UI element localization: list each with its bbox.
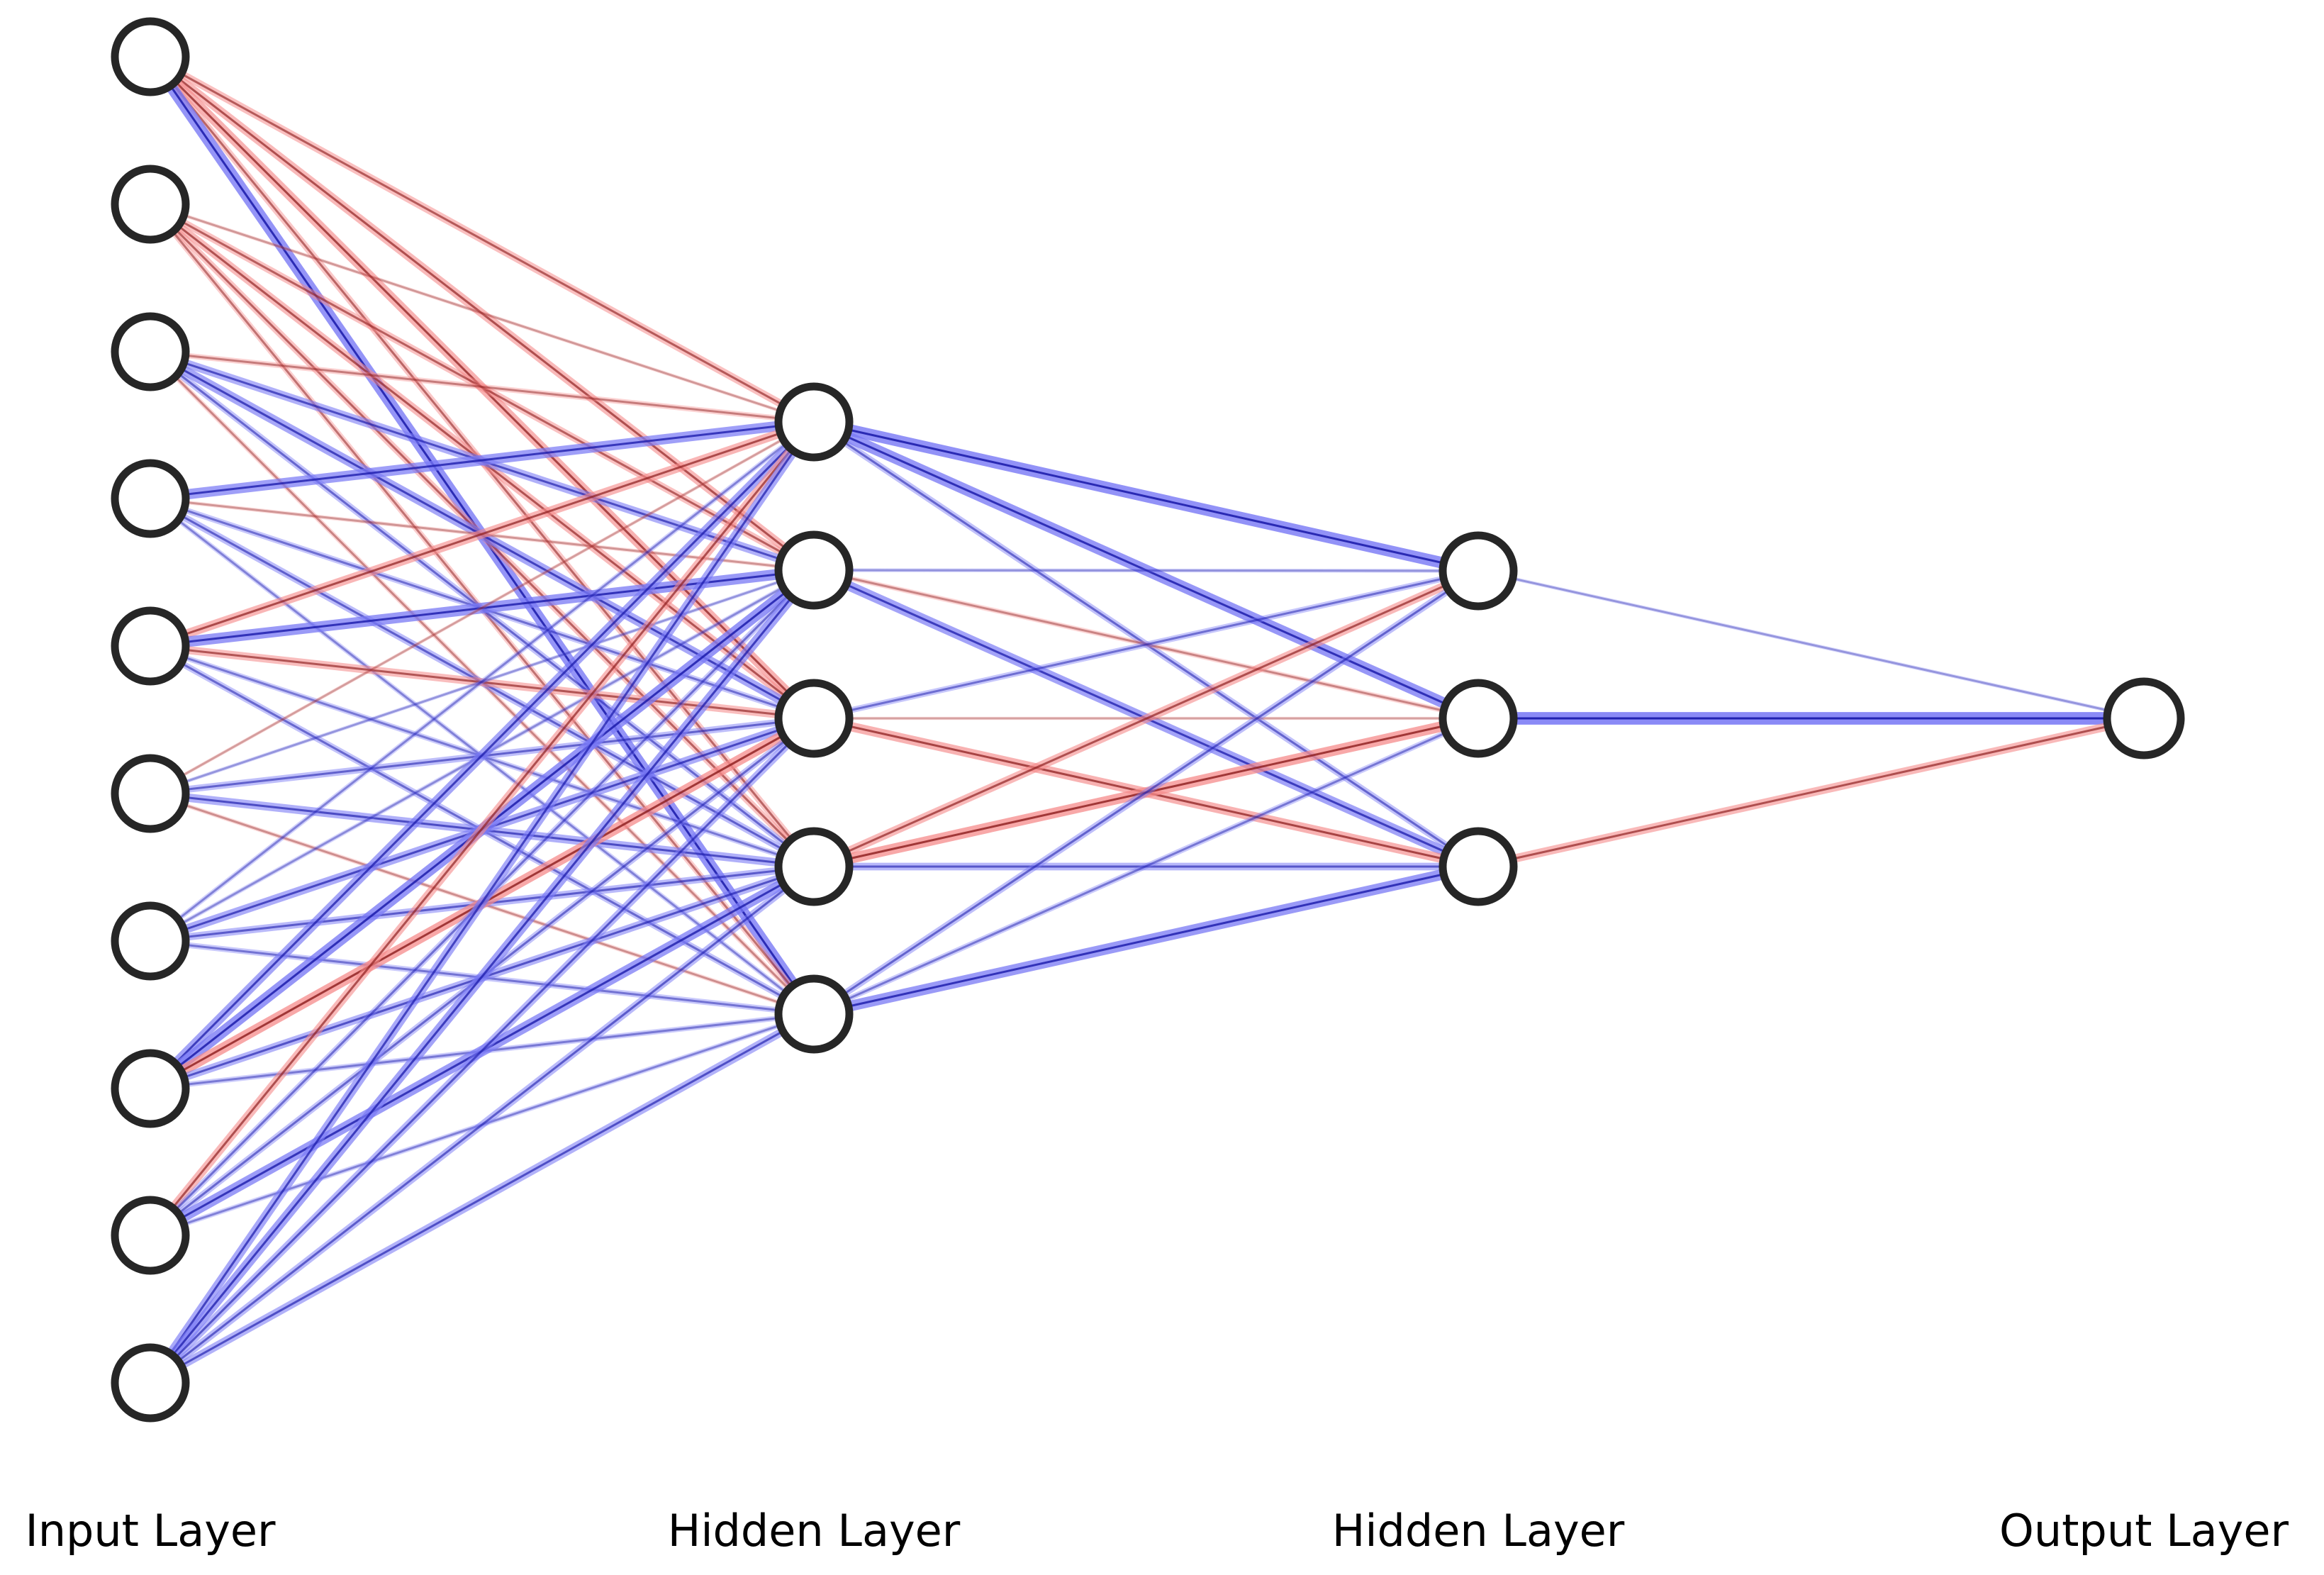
layer-label-output: Output Layer (1999, 1505, 2289, 1557)
edge (812, 861, 1480, 1020)
neuron-node[interactable] (111, 901, 190, 981)
edge-halo (150, 202, 815, 424)
edge (150, 568, 815, 796)
edge-core (150, 421, 815, 795)
edge-core (150, 421, 815, 647)
edge-core (150, 55, 815, 423)
edge (146, 567, 818, 1386)
edge-core (150, 421, 815, 942)
edge-core (150, 865, 815, 1384)
layer-nodes-input (111, 17, 190, 1423)
edge (1477, 714, 2145, 871)
edge-core (813, 569, 1479, 572)
edge-core (813, 865, 1479, 1015)
edge (812, 416, 1480, 577)
neuron-node[interactable] (111, 1049, 190, 1128)
edge-core (1477, 569, 2145, 720)
edge-core (150, 203, 815, 423)
edge (813, 567, 1479, 722)
edge (812, 716, 1480, 1017)
edge (1477, 569, 2145, 720)
edge-core (813, 569, 1479, 720)
layer-label-hidden1: Hidden Layer (668, 1505, 961, 1557)
edge-core (150, 55, 815, 572)
edge (147, 418, 817, 1092)
edge (147, 53, 817, 574)
edge (811, 416, 1481, 724)
layer-labels-group: Input Layer Hidden Layer Hidden Layer Outpu… (25, 1505, 2289, 1557)
edge (146, 419, 818, 1386)
edge (812, 567, 1480, 1018)
edge (150, 202, 815, 424)
edge-halo (148, 420, 816, 943)
edge (812, 567, 1480, 871)
edge-core (149, 717, 815, 1384)
edge (148, 201, 816, 574)
edge-core (813, 569, 1479, 868)
neuron-node[interactable] (111, 312, 190, 391)
edge (147, 863, 817, 1386)
edge-core (813, 421, 1479, 720)
edge (813, 568, 1479, 573)
neuron-node[interactable] (111, 606, 190, 686)
neuron-node[interactable] (774, 679, 854, 758)
edge-group-hidden2-to-output (1477, 569, 2145, 871)
layer-label-hidden2: Hidden Layer (1332, 1505, 1625, 1557)
edge-core (149, 421, 815, 1236)
edge-halo (813, 568, 1479, 573)
layer-nodes-hidden2 (1438, 531, 1518, 906)
edge-halo (812, 716, 1480, 1017)
edge (149, 420, 815, 796)
edge-core (150, 350, 815, 423)
edge-halo (150, 568, 815, 796)
neuron-node[interactable] (111, 17, 190, 96)
layer-nodes-output (2103, 677, 2185, 759)
edge (148, 420, 816, 943)
edge-core (150, 1013, 815, 1384)
neuron-node[interactable] (111, 1343, 190, 1423)
neuron-node[interactable] (111, 1196, 190, 1275)
edge (148, 418, 816, 650)
edge (148, 1010, 816, 1387)
edge (148, 53, 816, 425)
neuron-node[interactable] (2103, 677, 2185, 759)
edge-halo (149, 420, 815, 796)
edge-core (149, 421, 815, 1384)
edge-core (813, 717, 1479, 1015)
edge-core (813, 569, 1479, 1015)
neuron-node[interactable] (774, 827, 854, 906)
neuron-node[interactable] (774, 974, 854, 1054)
neuron-node[interactable] (1438, 531, 1518, 611)
nodes-group (111, 17, 2185, 1423)
neuron-node[interactable] (1438, 679, 1518, 758)
layer-nodes-hidden1 (774, 382, 854, 1054)
edge-core (150, 421, 815, 500)
layer-label-input: Input Layer (25, 1505, 276, 1557)
neuron-node[interactable] (111, 165, 190, 244)
edge-core (150, 569, 815, 795)
neuron-node[interactable] (774, 530, 854, 610)
edge-group-input-to-hidden1 (145, 53, 819, 1387)
edge-core (149, 421, 815, 1090)
edge-core (1477, 717, 2145, 868)
edge-core (149, 569, 815, 1384)
neuron-node[interactable] (774, 382, 854, 462)
edge-halo (1477, 569, 2145, 720)
edge-group-hidden1-to-hidden2 (811, 416, 1481, 1020)
edge (150, 416, 815, 504)
edge-halo (150, 349, 815, 425)
edge (147, 419, 817, 1238)
edge-core (150, 203, 815, 572)
edge (150, 349, 815, 425)
edge (147, 716, 817, 1386)
edge-core (813, 421, 1479, 572)
edges-group (145, 53, 2145, 1387)
neuron-node[interactable] (111, 459, 190, 538)
neuron-node[interactable] (1438, 827, 1518, 906)
neuron-node[interactable] (111, 754, 190, 833)
